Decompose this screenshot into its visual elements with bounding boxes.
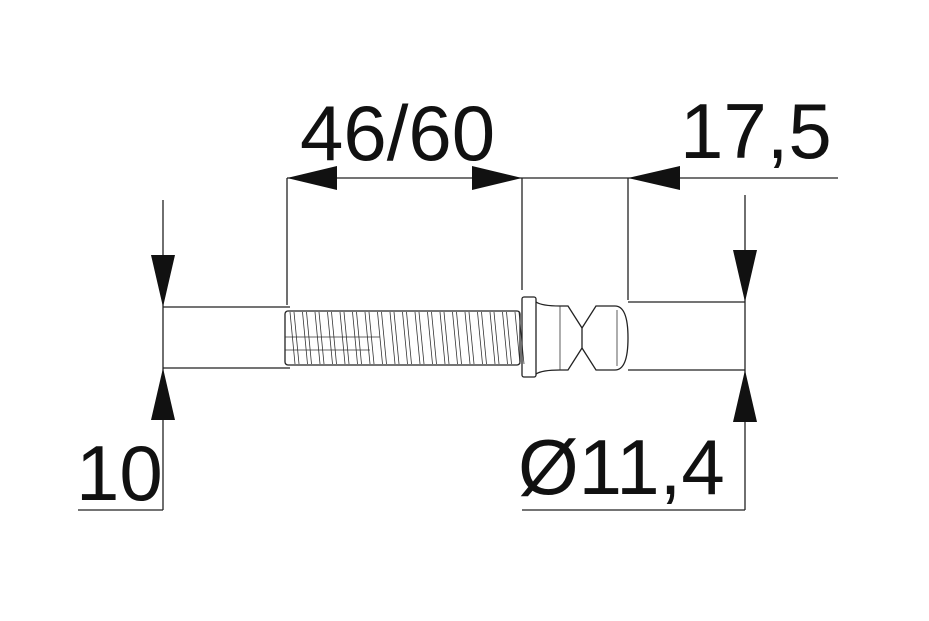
thread-line [302,311,308,365]
thread-line [389,311,396,365]
thread-line [393,311,400,365]
bolt-threads [289,311,525,365]
arrow-left-icon [628,166,680,190]
arrow-up-icon [733,370,757,422]
thread-line [402,311,408,365]
dimension-arrows [151,166,757,422]
thread-line [331,311,337,365]
thread-line [439,311,446,365]
thread-length-label: 46/60 [300,89,495,177]
thread-line [431,311,437,365]
thread-line [314,311,321,365]
bore-diameter-label: 10 [76,429,163,517]
thread-line [327,311,333,365]
thread-line [481,311,487,365]
bolt [284,296,629,378]
arrow-right-icon [472,166,522,190]
thread-line [352,311,358,365]
thread-line [306,311,312,365]
thread-line [406,311,412,365]
thread-line [377,311,383,365]
thread-line [443,311,450,365]
extension-lines [78,177,838,511]
head-length-label: 17,5 [680,87,832,175]
thread-line [489,311,496,365]
bore-outline [163,301,745,371]
thread-line [506,311,512,365]
thread-line [502,311,508,365]
arrow-left-icon [287,166,337,190]
thread-line [493,311,500,365]
thread-line [477,311,483,365]
arrow-down-icon [151,255,175,307]
thread-line [456,311,462,365]
thread-line [468,311,475,365]
thread-line [318,311,325,365]
head-diameter-label: Ø11,4 [518,423,725,511]
thread-line [293,311,300,365]
thread-line [381,311,387,365]
arrow-down-icon [733,250,757,302]
thread-line [364,311,371,365]
thread-line [289,311,296,365]
arrow-up-icon [151,368,175,420]
thread-line [464,311,471,365]
thread-line [414,311,421,365]
thread-line [452,311,458,365]
thread-line [339,311,346,365]
thread-line [418,311,425,365]
thread-line [343,311,350,365]
thread-line [356,311,362,365]
thread-line [368,311,375,365]
thread-line [427,311,433,365]
thread-line [514,311,521,365]
